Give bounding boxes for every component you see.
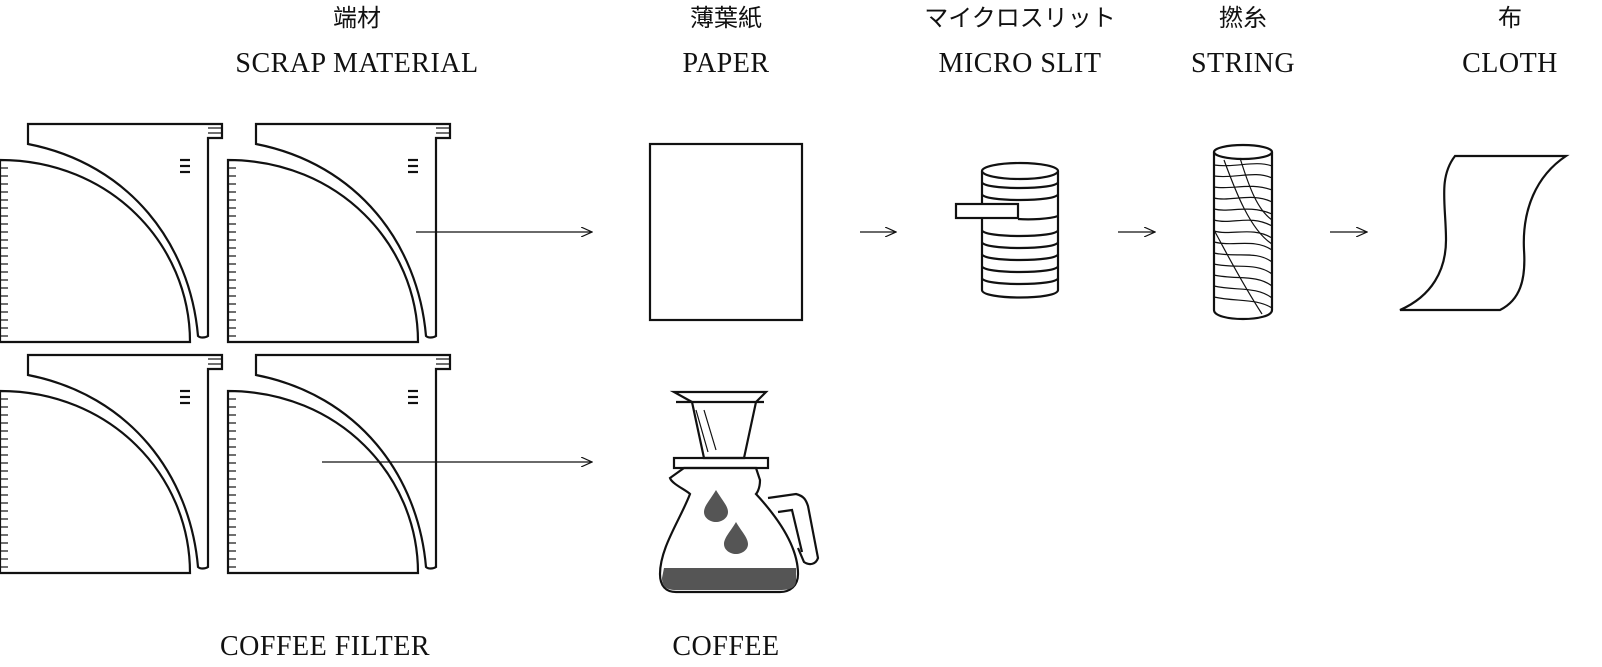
filter-icon-4 xyxy=(226,353,452,575)
coffee-drop-icon xyxy=(724,522,748,554)
heading-micro-slit: マイクロスリット MICRO SLIT xyxy=(924,4,1116,79)
cloth-jp-label: 布 xyxy=(1498,4,1522,32)
micro-slit-roll-icon xyxy=(954,161,1060,299)
paper-sheet-icon xyxy=(648,142,804,322)
paper-en-label: PAPER xyxy=(682,48,769,79)
heading-string: 撚糸 STRING xyxy=(1191,4,1295,79)
slit-jp-label: マイクロスリット xyxy=(924,4,1116,32)
paper-jp-label: 薄葉紙 xyxy=(690,4,762,32)
filter-icon-2 xyxy=(226,122,452,344)
twisted-string-icon xyxy=(1212,143,1274,321)
string-en-label: STRING xyxy=(1191,48,1295,79)
string-jp-label: 撚糸 xyxy=(1219,4,1267,32)
coffee-drop-icon xyxy=(704,490,728,522)
coffee-filter-label: COFFEE FILTER xyxy=(220,631,430,662)
scrap-jp-label: 端材 xyxy=(333,4,381,32)
coffee-label: COFFEE xyxy=(672,631,779,662)
heading-cloth: 布 CLOTH xyxy=(1462,4,1558,79)
slit-en-label: MICRO SLIT xyxy=(939,48,1102,79)
heading-scrap-material: 端材 SCRAP MATERIAL xyxy=(235,4,478,79)
cloth-en-label: CLOTH xyxy=(1462,48,1558,79)
coffee-liquid xyxy=(662,568,796,590)
filter-icon-3 xyxy=(0,353,224,575)
cloth-icon xyxy=(1399,154,1570,312)
coffee-carafe-icon xyxy=(658,390,820,594)
scrap-en-label: SCRAP MATERIAL xyxy=(235,48,478,79)
filter-icon-1 xyxy=(0,122,224,344)
heading-paper: 薄葉紙 PAPER xyxy=(682,4,769,79)
coffee-filters-icon xyxy=(0,122,452,575)
